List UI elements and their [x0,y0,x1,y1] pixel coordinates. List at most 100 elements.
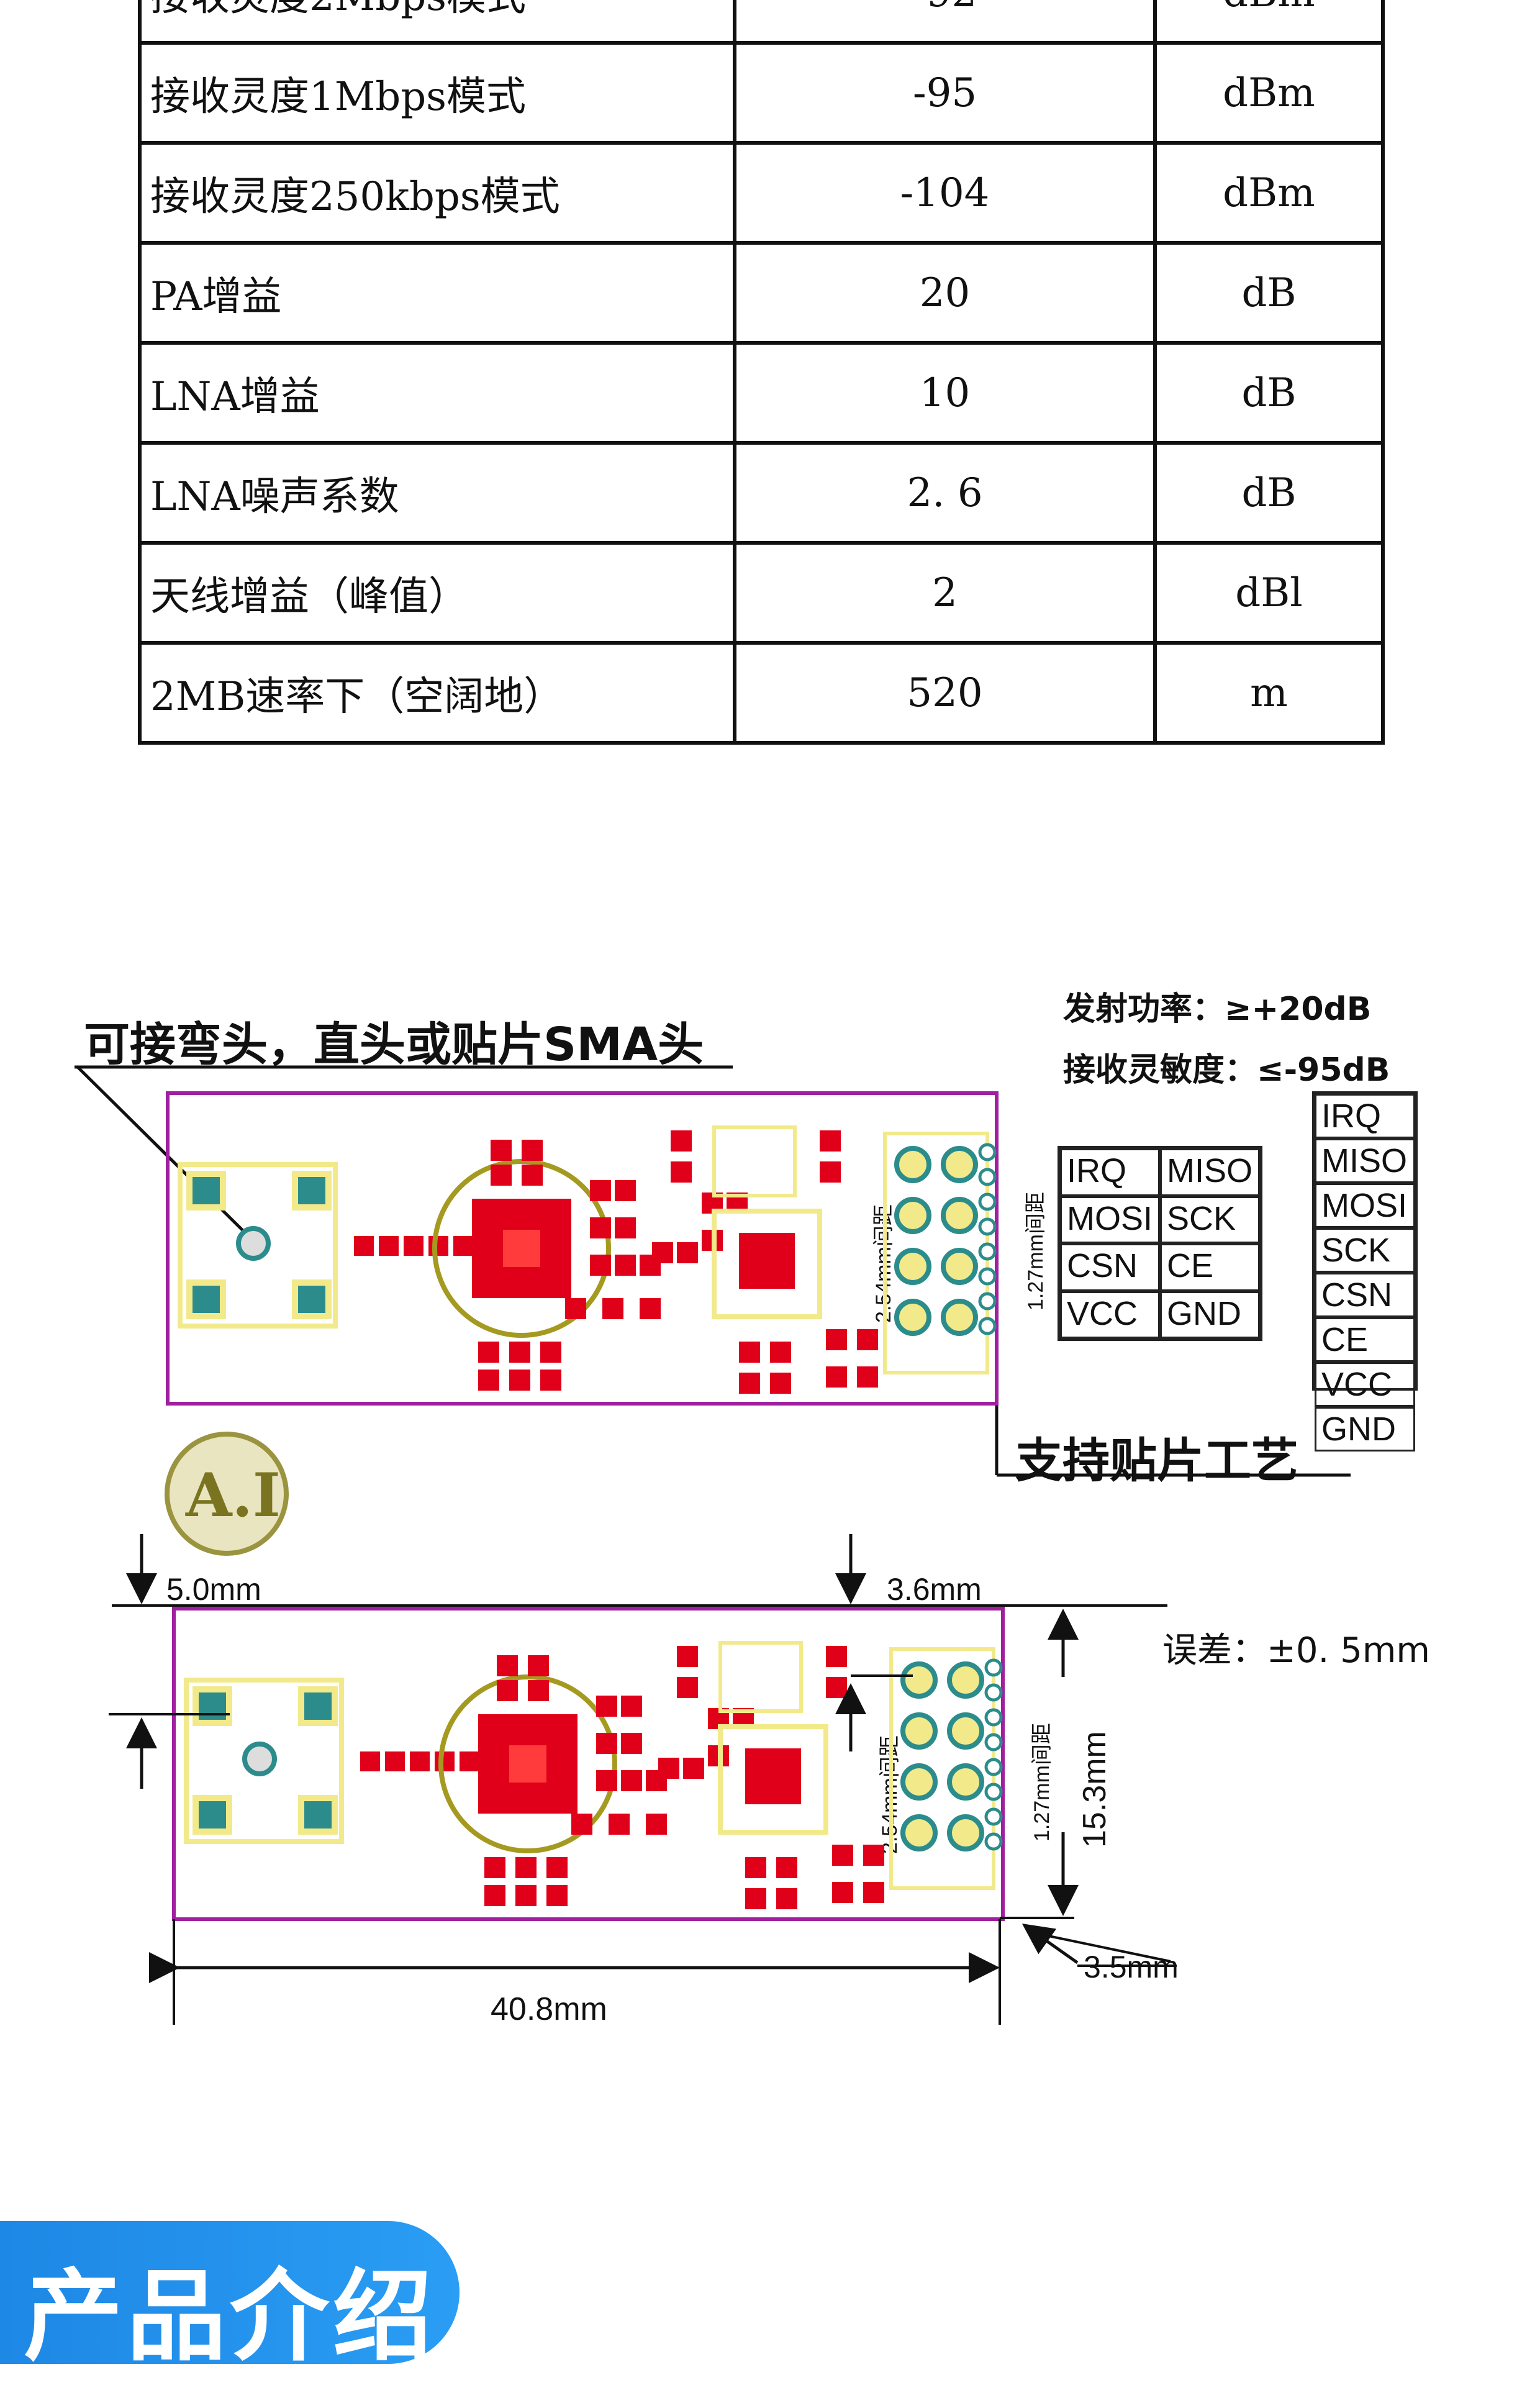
smd-pad [739,1373,760,1394]
header-pin [900,1763,938,1801]
header-pin [894,1197,931,1234]
smd-pad [832,1845,853,1866]
spec-param-cell: 接收灵度1Mbps模式 [138,41,736,145]
smd-pad [546,1885,568,1906]
header-pin [947,1712,984,1750]
header-pin [941,1299,978,1336]
smd-pad [596,1696,617,1717]
header-pin [941,1197,978,1234]
smd-pad [590,1180,611,1201]
smd-pad [590,1255,611,1276]
sma-ground-pad-inner [304,1801,332,1828]
smd-pad [683,1758,704,1779]
crystal-outline [712,1125,797,1197]
dim-top-left-label: 5.0mm [166,1572,261,1607]
dim-width-label: 40.8mm [491,1991,607,2027]
smd-pad [671,1130,692,1152]
header-pin [900,1814,938,1851]
spec-value-cell: -104 [733,141,1157,245]
smd-pad [379,1236,399,1256]
spec-value-cell: -95 [733,41,1157,145]
spec-value-cell: 20 [733,241,1157,345]
pa-outline [438,1674,617,1853]
smd-pad [540,1370,561,1391]
smd-pad [528,1655,549,1676]
pin-label: CE [1315,1317,1415,1362]
dim-3.5mm-leader [1027,1930,1171,1963]
smd-pad [621,1770,642,1791]
header-pin [900,1661,938,1699]
smd-pad [491,1140,512,1161]
smd-pad [671,1161,692,1183]
spec-value-cell: 2. 6 [733,441,1157,545]
pin-label: MISO [1315,1138,1415,1183]
smd-pad [528,1680,549,1701]
pin-label: GND [1160,1291,1260,1338]
sma-footprint [178,1162,338,1329]
smd-pad [515,1885,537,1906]
smd-pad [770,1373,791,1394]
sma-ground-pad-inner [199,1801,226,1828]
smd-pad [484,1885,505,1906]
header-pin [894,1146,931,1183]
smd-pad [776,1857,797,1878]
sma-ground-pad-inner [298,1177,325,1204]
spec-unit-cell: dB [1153,341,1385,445]
board-outline [166,1091,999,1406]
spec-param-cell: 2MB速率下（空阔地） [138,641,736,745]
smd-pad [621,1696,642,1717]
fine-pitch-pin [978,1292,997,1311]
header-pin [947,1661,984,1699]
pin-label: VCC [1315,1362,1415,1407]
fine-pitch-pin [978,1267,997,1286]
smd-pad [596,1770,617,1791]
smd-pad [522,1165,543,1186]
banner-title: 产品介绍 [24,2258,437,2374]
smd-pad [354,1236,374,1256]
pcb-board-bottom [172,1607,1005,1921]
sma-ground-pad-inner [298,1286,325,1313]
tx-power-label: 发射功率：≥+20dB [1063,991,1372,1028]
spec-table-body: 接收灵度2Mbps模式-92dBm接收灵度1Mbps模式-95dBm接收灵度25… [138,0,1385,745]
smd-pad [770,1342,791,1363]
sma-ground-pad-inner [192,1177,220,1204]
smd-pad [615,1180,636,1201]
smd-pad [596,1733,617,1754]
sma-center-pin [236,1226,271,1261]
spec-param-cell: PA增益 [138,241,736,345]
smd-pad [609,1814,630,1835]
section-banner: 产品介绍 [0,2221,460,2374]
spec-value-cell: 10 [733,341,1157,445]
smd-pad [590,1217,611,1238]
smd-pad [522,1140,543,1161]
smd-pad [677,1646,698,1667]
dim-3.5mm-arrow [1021,1924,1079,1965]
brand-logo: A.I [165,1432,289,1556]
smd-pad [658,1758,679,1779]
smd-pad [435,1751,455,1771]
smd-pad [571,1814,592,1835]
pin-label: SCK [1160,1196,1260,1243]
spec-unit-cell: dB [1153,241,1385,345]
fine-pitch-pin [984,1807,1003,1826]
smd-pad [832,1882,853,1903]
pin-label: IRQ [1315,1094,1415,1138]
spec-unit-cell: dBm [1153,0,1385,45]
smd-pad [615,1255,636,1276]
smd-pad [739,1342,760,1363]
fine-pitch-pin [984,1758,1003,1776]
smd-pad [863,1882,884,1903]
spec-value-cell: 2 [733,541,1157,645]
fine-pitch-pin [978,1317,997,1335]
fine-pitch-pin [984,1783,1003,1801]
smd-pad [615,1217,636,1238]
smd-pad [677,1242,698,1263]
spec-param-cell: 接收灵度2Mbps模式 [138,0,736,45]
smd-pad [453,1236,473,1256]
